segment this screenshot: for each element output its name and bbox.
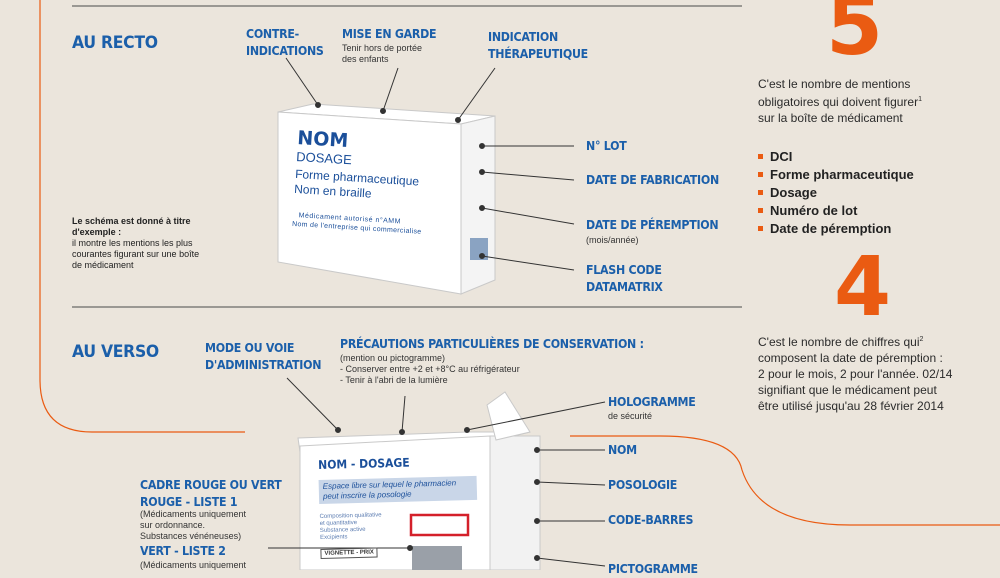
orange-frame-curve (39, 0, 245, 433)
list-item: Date de péremption (758, 220, 914, 238)
label-mode-administration: MODE OU VOIE D'ADMINISTRATION (205, 341, 322, 372)
verso-box-title: NOM - DOSAGE (318, 455, 410, 472)
mandatory-list: DCI Forme pharmaceutique Dosage Numéro d… (758, 148, 914, 238)
label-precautions-sub: (mention ou pictogramme) - Conserver ent… (340, 353, 520, 385)
section-title-recto: AU RECTO (72, 33, 158, 53)
label-date-peremption: DATE DE PÉREMPTION (586, 218, 719, 232)
label-date-fabrication: DATE DE FABRICATION (586, 173, 719, 187)
label-hologramme: HOLOGRAMME (608, 395, 696, 409)
barcode-icon (412, 546, 462, 570)
label-cadre: CADRE ROUGE OU VERT ROUGE - LISTE 1 (140, 478, 282, 509)
label-mise-en-garde-sub: Tenir hors de portée des enfants (342, 43, 423, 64)
orange-frame-curve-right (570, 435, 1000, 526)
label-cadre-sub: (Médicaments uniquement sur ordonnance. … (140, 509, 247, 541)
label-flash-code: FLASH CODE DATAMATRIX (586, 263, 663, 294)
label-posologie: POSOLOGIE (608, 478, 678, 492)
verso-box-espace: Espace libre sur lequel le pharmacien pe… (318, 475, 478, 504)
recto-box (277, 103, 496, 295)
label-hologramme-sub: de sécurité (608, 411, 653, 421)
big-number-five: 5 (826, 0, 884, 74)
red-frame-icon (409, 513, 470, 537)
list-item: Numéro de lot (758, 202, 914, 220)
verso-box-composition: Composition qualitative et quantitative … (319, 512, 382, 541)
label-date-peremption-sub: (mois/année) (586, 235, 639, 245)
label-mise-en-garde: MISE EN GARDE (342, 27, 437, 41)
list-item: Dosage (758, 184, 914, 202)
four-text: C'est le nombre de chiffres qui2 compose… (758, 335, 953, 413)
label-vert-sub: (Médicaments uniquement (140, 560, 247, 570)
section-title-verso: AU VERSO (72, 342, 159, 362)
recto-note: Le schéma est donné à titre d'exemple : … (72, 216, 200, 270)
verso-box-text: NOM - DOSAGE Espace libre sur lequel le … (318, 454, 479, 560)
big-number-four: 4 (834, 240, 892, 335)
verso-leaders (268, 377, 606, 567)
label-vert: VERT - LISTE 2 (140, 544, 226, 558)
recto-box-text: NOM DOSAGE Forme pharmaceutique Nom en b… (292, 127, 427, 237)
label-code-barres: CODE-BARRES (608, 513, 694, 527)
label-verso-nom: NOM (608, 443, 637, 457)
list-item: DCI (758, 148, 914, 166)
label-no-lot: N° LOT (586, 139, 627, 153)
verso-box-vignette: VIGNETTE - PRIX (320, 547, 378, 559)
label-contre-indications: CONTRE- INDICATIONS (246, 27, 324, 58)
five-text: C'est le nombre de mentions obligatoires… (758, 77, 923, 125)
verso-box (297, 391, 541, 570)
label-indication-therapeutique: INDICATION THÉRAPEUTIQUE (488, 30, 588, 61)
list-item: Forme pharmaceutique (758, 166, 914, 184)
label-precautions: PRÉCAUTIONS PARTICULIÈRES DE CONSERVATIO… (340, 337, 644, 351)
recto-leaders (285, 57, 575, 271)
